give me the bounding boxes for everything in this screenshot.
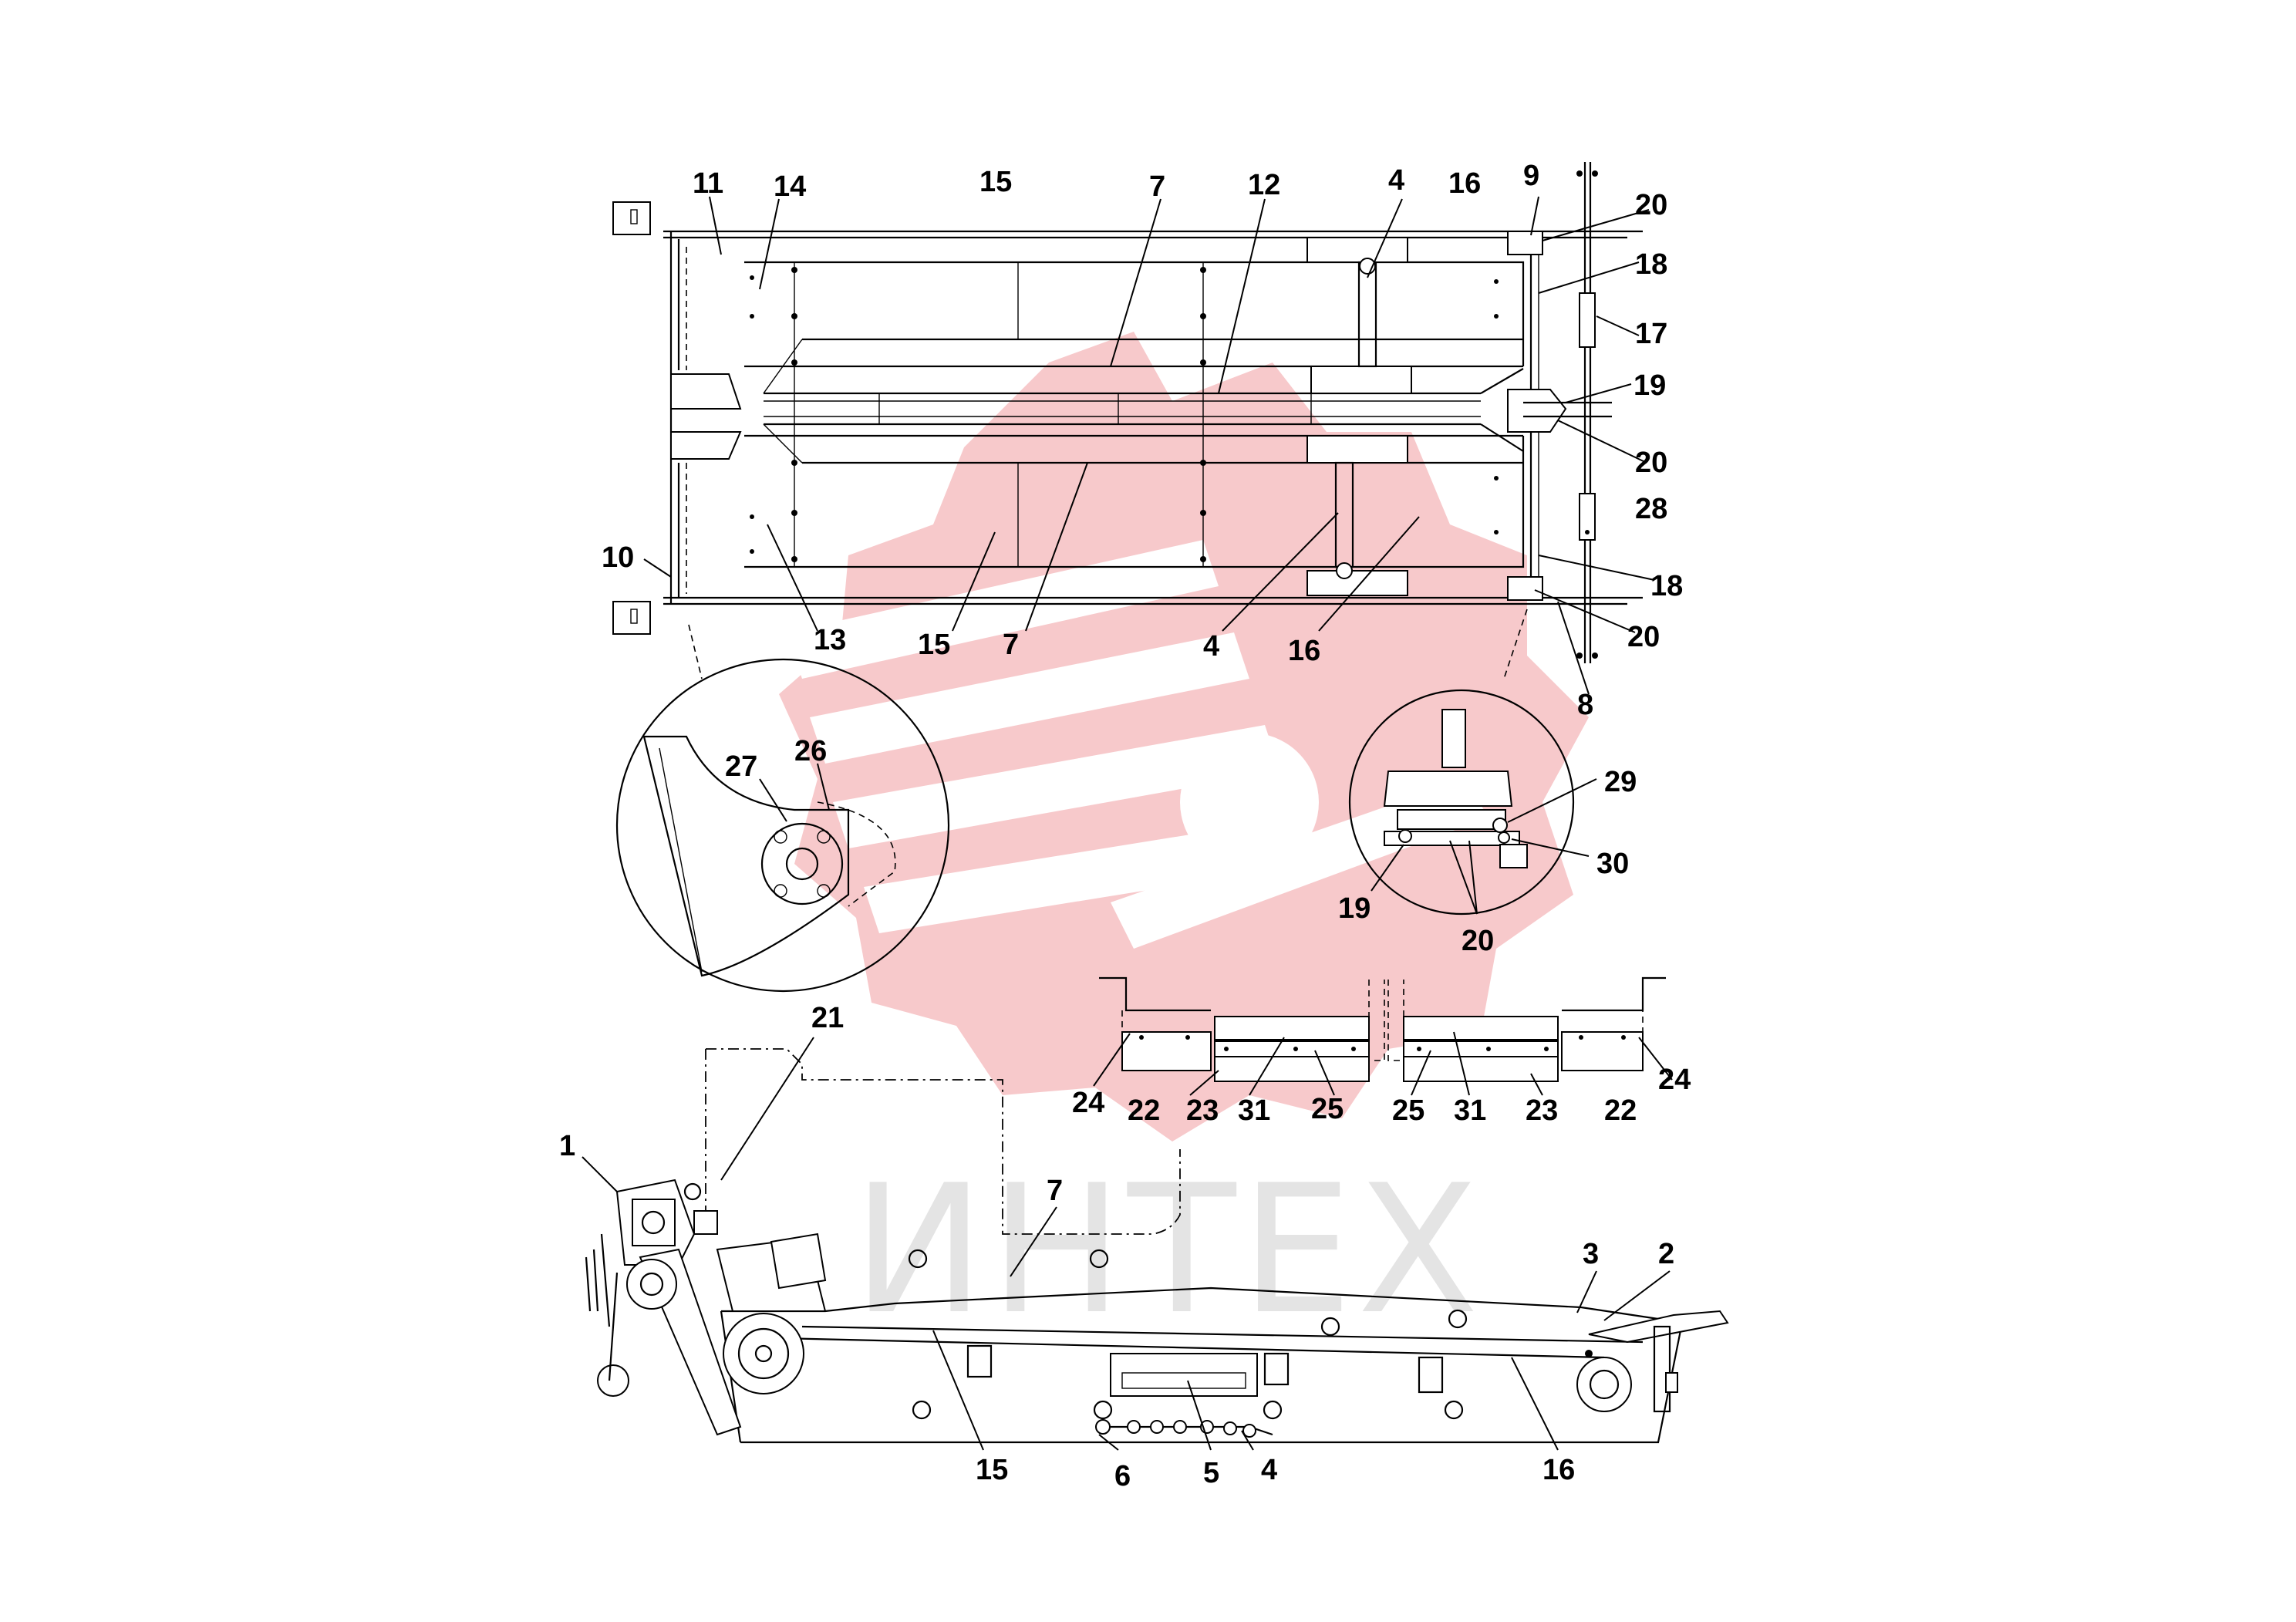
callout-25: 25 — [1311, 1093, 1344, 1125]
callout-20: 20 — [1635, 189, 1667, 221]
callout-24: 24 — [1072, 1087, 1104, 1119]
side-view — [582, 1037, 1729, 1451]
callout-31: 31 — [1454, 1094, 1486, 1127]
callout-19: 19 — [1338, 892, 1371, 925]
watermark-text: ИНТЕХ — [852, 1148, 1483, 1354]
callout-4: 4 — [1203, 630, 1219, 663]
callout-15: 15 — [918, 629, 950, 661]
callout-15: 15 — [976, 1454, 1008, 1486]
callout-13: 13 — [814, 624, 846, 656]
plan-view — [612, 162, 1643, 663]
callout-12: 12 — [1248, 169, 1280, 201]
callout-16: 16 — [1288, 635, 1320, 667]
callout-23: 23 — [1526, 1094, 1558, 1127]
callout-15: 15 — [979, 166, 1012, 198]
callout-7: 7 — [1047, 1175, 1063, 1207]
callout-25: 25 — [1392, 1094, 1424, 1127]
watermark-logo — [779, 332, 1589, 1141]
callout-21: 21 — [811, 1002, 844, 1034]
callout-20: 20 — [1462, 925, 1494, 957]
callout-20: 20 — [1635, 447, 1667, 479]
callout-11: 11 — [693, 167, 723, 200]
callout-labels: 11 14 15 7 12 4 16 9 20 18 17 19 20 28 1… — [559, 160, 1691, 1492]
callout-31: 31 — [1238, 1094, 1270, 1127]
callout-7: 7 — [1003, 629, 1019, 661]
callout-10: 10 — [602, 541, 634, 574]
callout-16: 16 — [1542, 1454, 1575, 1486]
callout-6: 6 — [1114, 1460, 1131, 1492]
callout-22: 22 — [1604, 1094, 1637, 1127]
callout-19: 19 — [1633, 369, 1666, 402]
callout-30: 30 — [1596, 848, 1629, 880]
callout-7: 7 — [1149, 170, 1165, 203]
callout-2: 2 — [1658, 1238, 1674, 1270]
callout-8: 8 — [1577, 689, 1593, 721]
callout-17: 17 — [1635, 318, 1667, 350]
callout-20: 20 — [1627, 621, 1660, 653]
plan-view-leaders — [643, 196, 1655, 695]
callout-18: 18 — [1635, 248, 1667, 281]
callout-18: 18 — [1650, 570, 1683, 602]
callout-4: 4 — [1388, 164, 1404, 197]
sprocket-cluster-upper — [1306, 237, 1412, 394]
callout-29: 29 — [1604, 766, 1637, 798]
cross-section — [1093, 976, 1673, 1096]
callout-24: 24 — [1658, 1064, 1691, 1096]
callout-14: 14 — [774, 170, 806, 203]
callout-16: 16 — [1448, 167, 1481, 200]
callout-1: 1 — [559, 1130, 575, 1162]
callout-27: 27 — [725, 750, 757, 783]
callout-4: 4 — [1261, 1454, 1277, 1486]
callout-28: 28 — [1635, 493, 1667, 525]
callout-5: 5 — [1203, 1457, 1219, 1489]
callout-23: 23 — [1186, 1094, 1219, 1127]
detail-view-right — [1348, 689, 1597, 916]
callout-9: 9 — [1523, 160, 1539, 192]
callout-3: 3 — [1583, 1238, 1599, 1270]
detail-view-left — [615, 658, 950, 993]
callout-26: 26 — [794, 735, 827, 767]
callout-22: 22 — [1128, 1094, 1160, 1127]
